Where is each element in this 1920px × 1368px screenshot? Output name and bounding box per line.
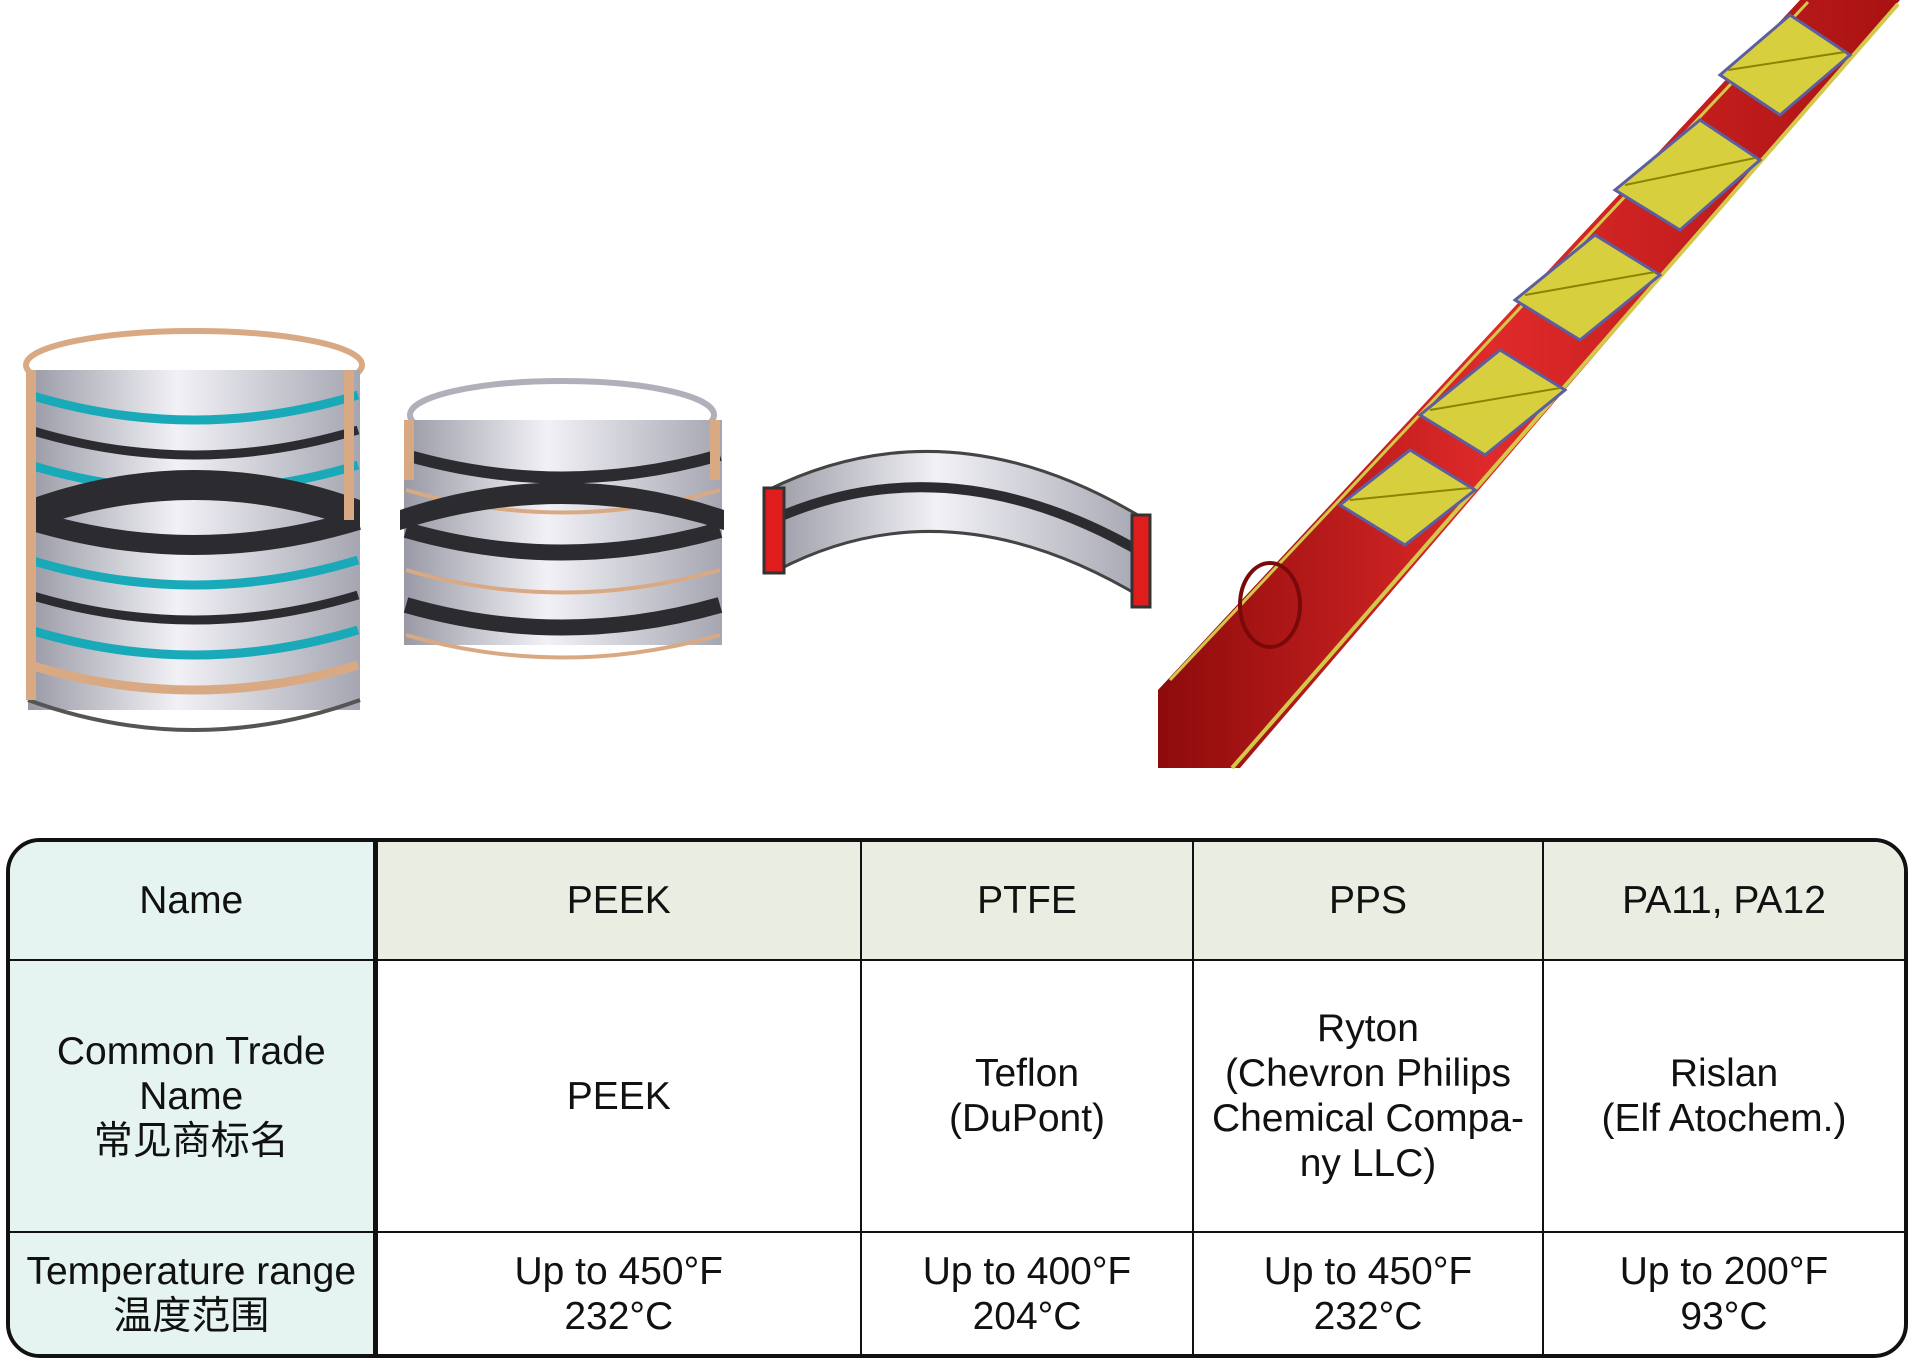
trade-name-pps: Ryton (Chevron Philips Chemical Compa- n…: [1192, 959, 1544, 1233]
col-pps: PPS: [1192, 842, 1544, 961]
temperature-ptfe: Up to 400°F 204°C: [860, 1231, 1194, 1354]
seal-half-section: [762, 449, 1152, 609]
temperature-pa11-pa12: Up to 200°F 93°C: [1542, 1231, 1904, 1354]
temperature-pps: Up to 450°F 232°C: [1192, 1231, 1544, 1354]
trade-name-ptfe: Teflon (DuPont): [860, 959, 1194, 1233]
temperature-peek: Up to 450°F 232°C: [374, 1231, 862, 1354]
seal-illustrations: [23, 0, 1900, 770]
trade-name-label: Common Trade Name 常见商标名: [10, 959, 378, 1233]
col-ptfe: PTFE: [860, 842, 1194, 961]
seal-stack-medium: [400, 378, 724, 660]
trade-name-pa11-pa12: Rislan (Elf Atochem.): [1542, 959, 1904, 1233]
header-row: Name PEEK PTFE PPS PA11, PA12: [10, 842, 1904, 961]
material-comparison-table: Name PEEK PTFE PPS PA11, PA12 Common Tra…: [6, 838, 1908, 1358]
temperature-row: Temperature range 温度范围 Up to 450°F 232°C…: [10, 1231, 1904, 1354]
name-label: Name: [10, 842, 378, 961]
trade-name-peek: PEEK: [374, 959, 862, 1233]
seal-stack-large: [23, 328, 365, 732]
col-peek: PEEK: [374, 842, 862, 961]
trade-name-row: Common Trade Name 常见商标名 PEEK Teflon (DuP…: [10, 959, 1904, 1233]
col-pa11-pa12: PA11, PA12: [1542, 842, 1904, 961]
tubing-with-seals: [1158, 0, 1900, 770]
temperature-label: Temperature range 温度范围: [10, 1231, 378, 1354]
